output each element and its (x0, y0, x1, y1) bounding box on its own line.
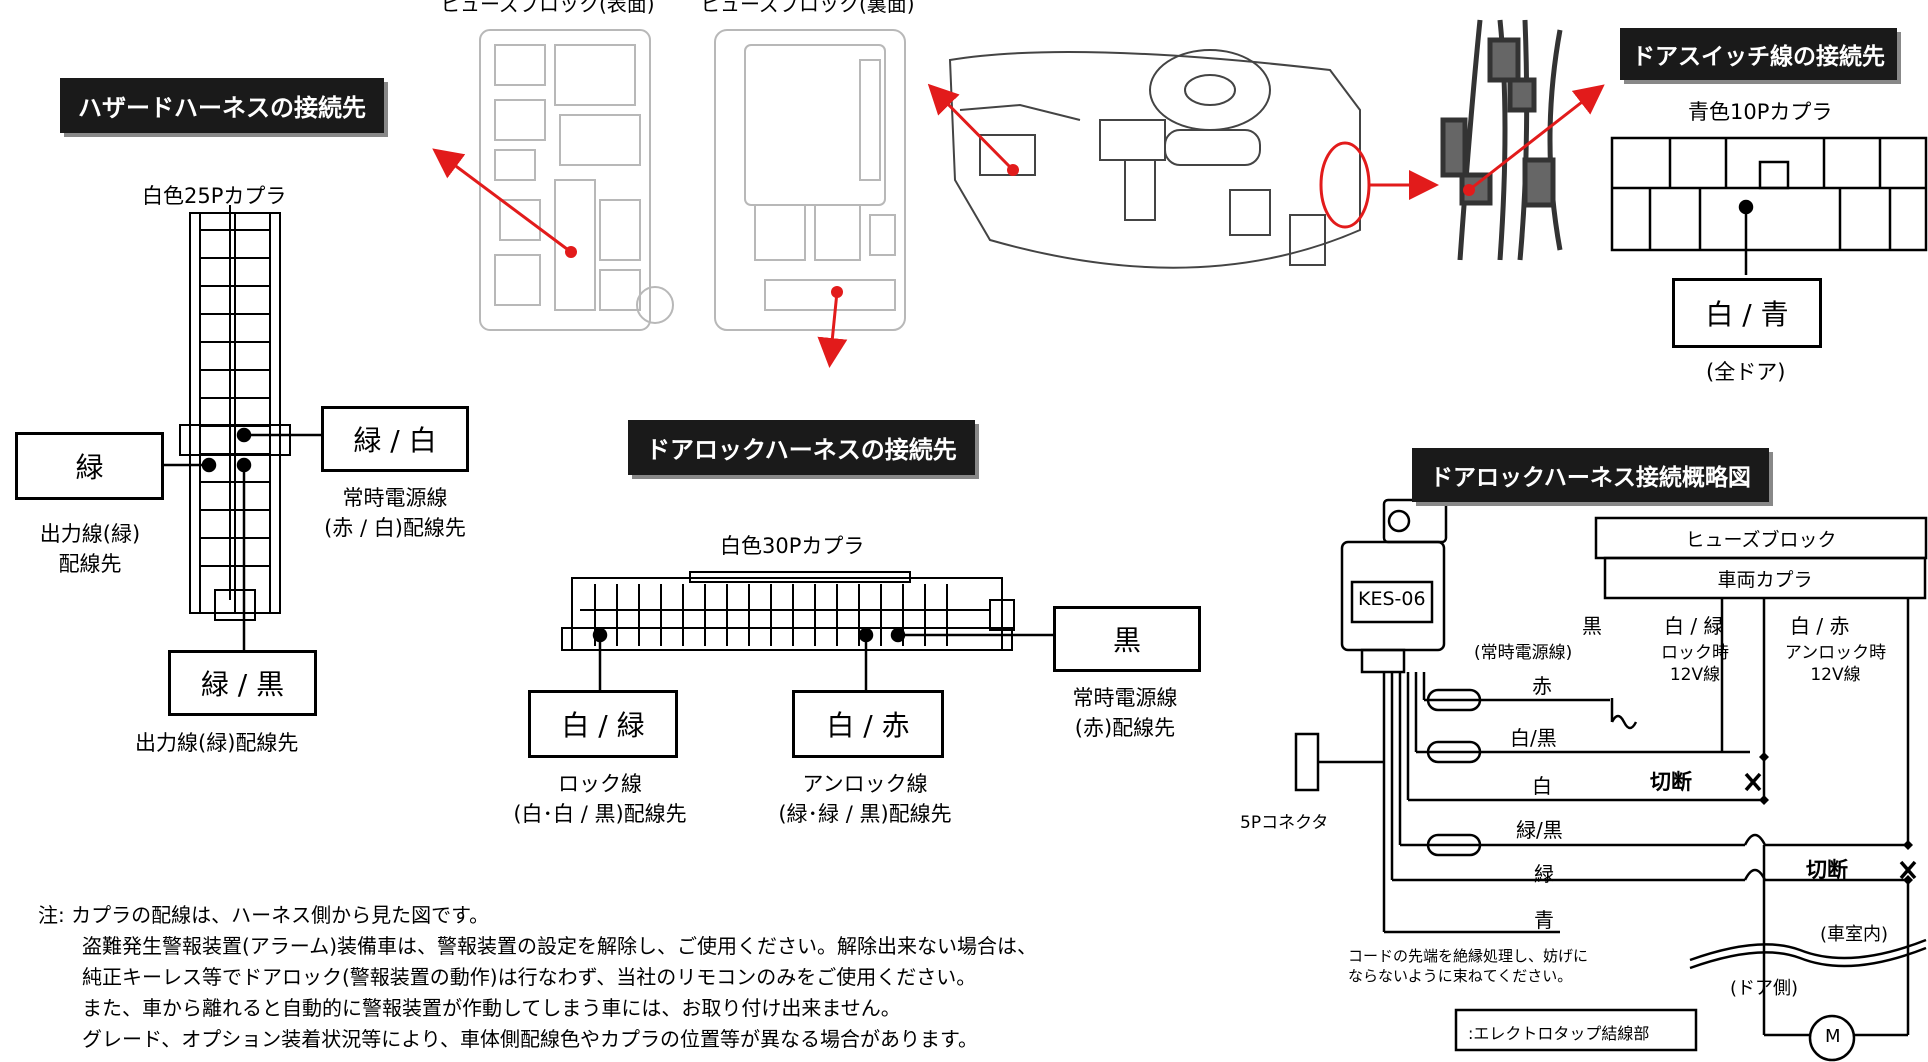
doorswitch-title: ドアスイッチ線の接続先 (1620, 28, 1897, 80)
schematic-black: 黒 (1582, 614, 1602, 638)
doorlock-coupler-drawing (561, 571, 1015, 651)
red-arrows (432, 83, 1605, 368)
schematic-black-note: (常時電源線) (1474, 643, 1573, 663)
hazard-green-desc-1: 出力線(緑) (39, 522, 141, 546)
doorlock-black-desc-2: (赤)配線先 (1074, 716, 1176, 740)
doorlock-coupler-label: 白色30Pカプラ (720, 534, 865, 558)
doorswitch-wire-box: 白 / 青 (1672, 278, 1822, 348)
schematic-unit-label: KES-06 (1358, 588, 1426, 610)
schematic-blue: 青 (1534, 908, 1554, 932)
doorlock-black-desc: 常時電源線 (赤)配線先 (1030, 682, 1220, 742)
hazard-green-white-desc-2: (赤 / 白)配線先 (324, 516, 466, 540)
schematic-motor: M (1825, 1026, 1841, 1047)
note-line: 注: カプラの配線は、ハーネス側から見た図です。 (38, 903, 490, 927)
schematic-green-black: 緑/黒 (1516, 818, 1563, 842)
schematic-connector: 5Pコネクタ (1240, 813, 1329, 833)
doorlock-white-red-text: 白 / 赤 (826, 709, 910, 742)
schematic-vehicle-coupler: 車両カプラ (1717, 569, 1813, 591)
hazard-coupler-drawing (179, 205, 291, 621)
doorlock-white-red-desc-2: (緑･緑 / 黒)配線先 (778, 802, 952, 826)
schematic-unlock-desc-1: アンロック時 (1784, 643, 1887, 663)
notes: 注: カプラの配線は、ハーネス側から見た図です。 盗難発生警報装置(アラーム)装… (38, 900, 1037, 1055)
doorlock-black-box: 黒 (1053, 606, 1201, 672)
schematic-cut-2: 切断 (1806, 858, 1848, 882)
schematic-white: 白 (1532, 774, 1552, 798)
schematic-lock-desc-2: 12V線 (1669, 665, 1721, 685)
schematic-fuse-block: ヒューズブロック (1685, 529, 1837, 551)
doorswitch-note: (全ドア) (1706, 360, 1786, 384)
doorlock-white-red-box: 白 / 赤 (792, 690, 944, 758)
fuse-block-back-label: ヒューズブロック(裏面) (700, 0, 915, 16)
doorlock-black-desc-1: 常時電源線 (1072, 686, 1178, 710)
schematic-drawing (1294, 498, 1928, 1062)
hazard-green-white-desc-1: 常時電源線 (342, 486, 448, 510)
note-line: グレード、オプション装着状況等により、車体側配線色やカプラの位置等が異なる場合が… (82, 1027, 978, 1051)
schematic-cut-marks (1744, 772, 1917, 880)
doorlock-white-green-text: 白 / 緑 (561, 709, 645, 742)
hazard-green-black-desc: 出力線(緑)配線先 (135, 731, 299, 755)
schematic-tap-legend: :エレクトロタップ結線部 (1468, 1024, 1650, 1043)
hazard-green-black-text: 緑 / 黒 (200, 668, 285, 701)
schematic-lock-desc: ロック時 12V線 (1640, 642, 1750, 686)
hazard-green-desc-2: 配線先 (58, 552, 122, 576)
schematic-cut-1: 切断 (1650, 770, 1692, 794)
schematic-unlock-desc: アンロック時 12V線 (1768, 642, 1903, 686)
note-line: 純正キーレス等でドアロック(警報装置の動作)は行なわず、当社のリモコンのみをご使… (82, 965, 977, 989)
door-switch-location-marker (1319, 141, 1371, 229)
fuse-block-back-drawing (714, 29, 906, 331)
doorswitch-coupler-label: 青色10Pカプラ (1688, 100, 1833, 124)
schematic-unlock-desc-2: 12V線 (1810, 665, 1861, 685)
schematic-junction-dots (1759, 752, 1913, 885)
doorswitch-leader-line (1738, 199, 1754, 275)
hazard-green-white-desc: 常時電源線 (赤 / 白)配線先 (300, 482, 490, 542)
schematic-title: ドアロックハーネス接続概略図 (1412, 448, 1769, 502)
hazard-leader-lines (160, 427, 322, 660)
dashboard-drawing (948, 49, 1361, 269)
schematic-cabin: (車室内) (1820, 924, 1889, 945)
hazard-green-black-box: 緑 / 黒 (168, 650, 317, 716)
hazard-title: ハザードハーネスの接続先 (60, 78, 384, 133)
doorlock-white-red-desc-1: アンロック線 (802, 772, 928, 796)
hazard-coupler-label: 白色25Pカプラ (142, 184, 287, 208)
doorswitch-wire-text: 白 / 青 (1705, 298, 1789, 331)
schematic-lock-desc-1: ロック時 (1661, 643, 1729, 663)
schematic-white-black: 白/黒 (1510, 726, 1557, 750)
doorlock-title: ドアロックハーネスの接続先 (628, 420, 975, 475)
doorlock-black-text: 黒 (1112, 624, 1141, 657)
fuse-block-front-label: ヒューズブロック(表面) (440, 0, 655, 16)
doorlock-white-red-desc: アンロック線 (緑･緑 / 黒)配線先 (760, 768, 970, 828)
hazard-green-desc: 出力線(緑) 配線先 (20, 518, 160, 578)
doorswitch-coupler-drawing (1610, 136, 1928, 252)
note-line: また、車から離れると自動的に警報装置が作動してしまう車には、お取り付け出来ません… (82, 996, 901, 1020)
doorlock-white-green-desc-2: (白･白 / 黒)配線先 (513, 802, 687, 826)
schematic-green: 緑 (1534, 862, 1554, 886)
schematic-door-side: (ドア側) (1730, 978, 1799, 999)
doorlock-leader-lines (592, 627, 1054, 690)
schematic-insulate-2: ならないように束ねてください。 (1348, 967, 1573, 985)
schematic-red: 赤 (1532, 674, 1552, 698)
hazard-green-white-text: 緑 / 白 (353, 424, 437, 457)
note-line: 盗難発生警報装置(アラーム)装備車は、警報装置の設定を解除し、ご使用ください。解… (82, 934, 1038, 958)
schematic-white-green: 白 / 緑 (1664, 614, 1724, 638)
schematic-insulate-1: コードの先端を絶縁処理し、妨げに (1348, 947, 1589, 965)
schematic-white-red: 白 / 赤 (1790, 614, 1850, 638)
schematic-insulate-note: コードの先端を絶縁処理し、妨げに ならないように束ねてください。 (1348, 946, 1588, 986)
hazard-green-box: 緑 (15, 432, 164, 500)
hazard-green-white-box: 緑 / 白 (321, 406, 469, 472)
doorlock-white-green-desc-1: ロック線 (558, 772, 642, 796)
doorlock-white-green-desc: ロック線 (白･白 / 黒)配線先 (500, 768, 700, 828)
fuse-block-front-drawing (479, 29, 674, 331)
doorlock-white-green-box: 白 / 緑 (528, 690, 678, 758)
door-switch-harness-drawing (1440, 19, 1563, 261)
hazard-green-text: 緑 (75, 451, 104, 484)
